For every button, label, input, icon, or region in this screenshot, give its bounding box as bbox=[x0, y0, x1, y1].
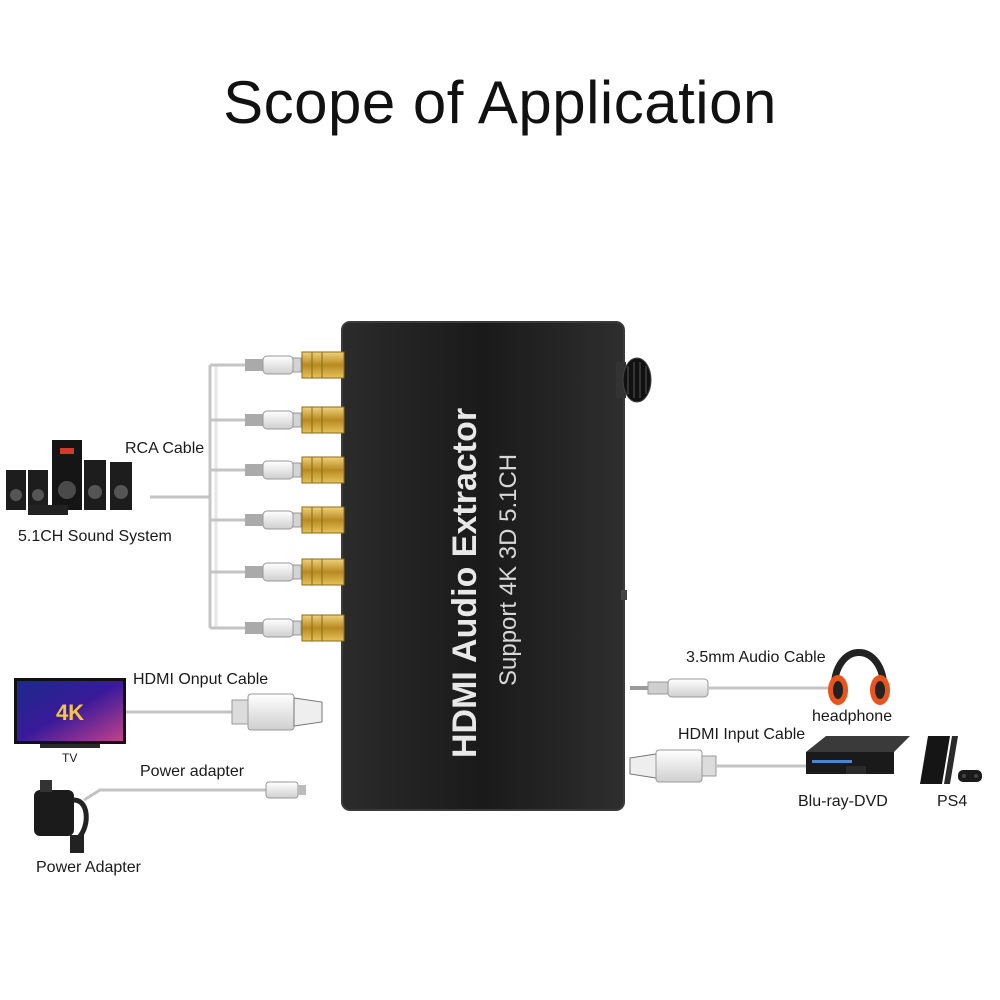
rca-plug bbox=[245, 460, 302, 480]
rca-plug bbox=[245, 562, 302, 582]
hdmi-input-cable bbox=[629, 749, 810, 783]
rca-plug bbox=[245, 355, 302, 375]
rca-cable-label: RCA Cable bbox=[125, 440, 204, 457]
rca-plug bbox=[245, 618, 302, 638]
rca-jacks bbox=[301, 351, 345, 642]
power-adapter-icon bbox=[34, 780, 89, 853]
page-title: Scope of Application bbox=[223, 69, 777, 136]
rca-jack-icon bbox=[301, 456, 345, 484]
power-adapter-cable bbox=[83, 781, 306, 802]
rca-jack-icon bbox=[301, 506, 345, 534]
rca-plug bbox=[245, 410, 302, 430]
tv-label: TV bbox=[62, 751, 77, 765]
sound-system-label: 5.1CH Sound System bbox=[18, 528, 172, 545]
rca-jack-icon bbox=[301, 406, 345, 434]
sound-system-icon bbox=[6, 440, 132, 515]
device-subtitle: Support 4K 3D 5.1CH bbox=[495, 454, 522, 686]
hdmi-input-cable-label: HDMI Input Cable bbox=[678, 726, 805, 743]
tv-icon: 4K bbox=[14, 678, 126, 748]
tv-4k-badge: 4K bbox=[56, 700, 84, 725]
headphone-icon bbox=[828, 649, 890, 705]
hdmi-output-cable-label: HDMI Onput Cable bbox=[133, 671, 268, 688]
power-adapter-cable-label: Power adapter bbox=[140, 763, 245, 780]
rca-plugs bbox=[245, 355, 302, 638]
audio-cable-label: 3.5mm Audio Cable bbox=[686, 649, 826, 666]
rca-jack-icon bbox=[301, 558, 345, 586]
switch-icon bbox=[621, 590, 627, 600]
ps4-label: PS4 bbox=[937, 793, 967, 810]
ps4-icon bbox=[920, 736, 982, 784]
volume-knob-icon bbox=[616, 357, 652, 403]
rca-plug bbox=[245, 510, 302, 530]
headphone-label: headphone bbox=[812, 708, 892, 725]
audio-cable bbox=[630, 678, 836, 698]
hdmi-audio-extractor-device bbox=[341, 321, 652, 811]
power-adapter-label: Power Adapter bbox=[36, 859, 142, 876]
rca-jack-icon bbox=[301, 614, 345, 642]
bluray-label: Blu-ray-DVD bbox=[798, 793, 888, 810]
rca-cable-bundle bbox=[150, 363, 245, 630]
hdmi-output-cable bbox=[126, 693, 323, 731]
device-name: HDMI Audio Extractor bbox=[446, 408, 484, 758]
bluray-player-icon bbox=[806, 736, 910, 774]
rca-jack-icon bbox=[301, 351, 345, 379]
